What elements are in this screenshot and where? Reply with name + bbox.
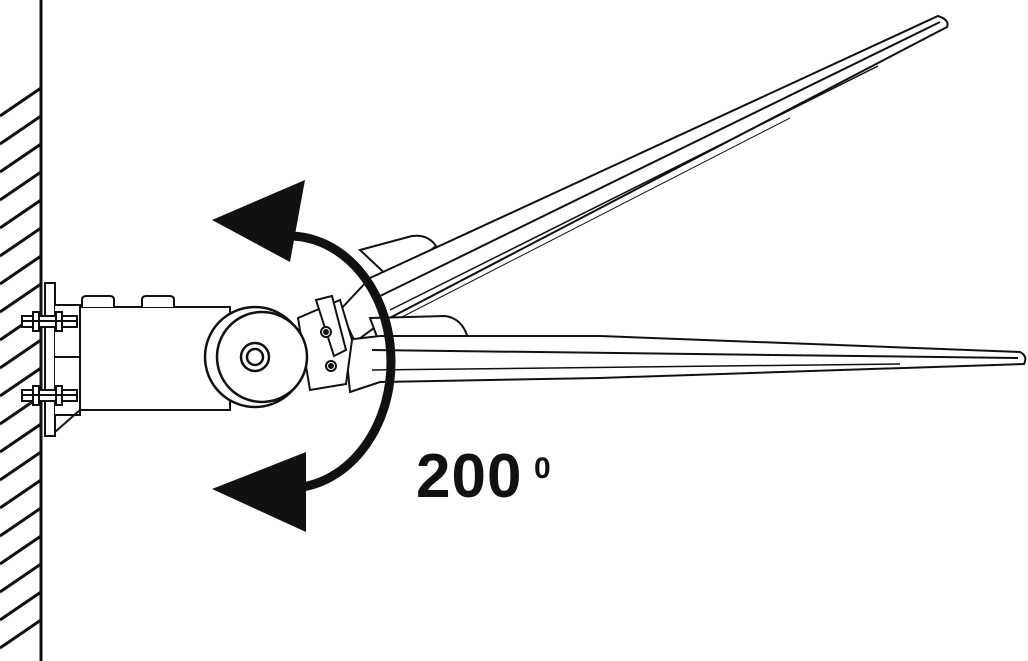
rotation-angle-unit: 0	[534, 452, 551, 485]
wall-bracket	[21, 282, 81, 437]
bolt-top	[21, 311, 78, 332]
luminaire-horizontal	[343, 314, 1027, 394]
arrowhead-up	[212, 180, 305, 262]
wall	[0, 0, 43, 661]
rotation-angle-value: 200	[416, 442, 523, 511]
pivot-mechanism	[296, 294, 354, 392]
luminaire-raised	[338, 14, 949, 344]
arrowhead-down	[212, 452, 306, 532]
wall-hatch-icon	[0, 86, 42, 650]
bolt-bottom	[21, 385, 78, 406]
pivot-knob-icon	[203, 305, 309, 409]
rotation-arrow-icon	[212, 180, 396, 532]
